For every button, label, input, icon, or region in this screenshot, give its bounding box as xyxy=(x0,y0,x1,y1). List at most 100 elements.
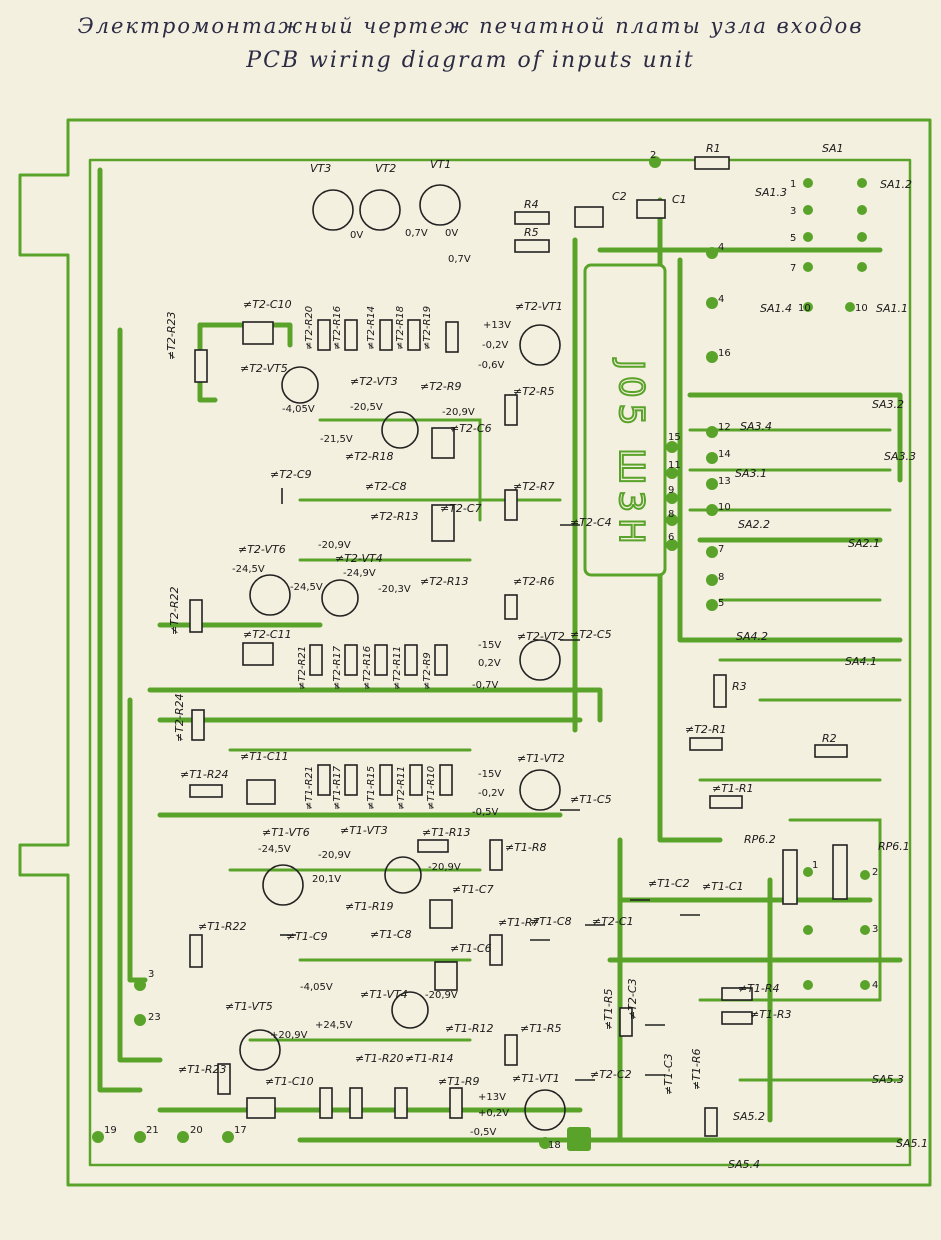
bus-left-1 xyxy=(97,167,143,1093)
voltage-label: -24,9V xyxy=(343,568,376,579)
voltage-label: +0,2V xyxy=(478,1108,509,1119)
label-t2-r17: ≠T2-R17 xyxy=(332,645,343,690)
transistor-t1-vt3 xyxy=(384,856,422,894)
resistor-t2-r14 xyxy=(379,319,393,351)
voltage-label: -15V xyxy=(478,640,501,651)
label-t1-c1: ≠T1-C1 xyxy=(702,880,744,893)
terminal-number: 6 xyxy=(668,532,674,543)
label-r5: R5 xyxy=(524,226,539,239)
resistor-t1-r3 xyxy=(721,1011,753,1025)
label-t1-r20: ≠T1-R20 xyxy=(355,1052,404,1065)
transistor-t1-vt6 xyxy=(262,864,304,906)
resistor-t1-r19 xyxy=(349,1087,363,1119)
label-t1-r14: ≠T1-R14 xyxy=(405,1052,454,1065)
terminal-number: 1 xyxy=(812,860,818,871)
bus-thin-1 xyxy=(318,418,482,522)
copper-pad-small xyxy=(567,1127,591,1151)
voltage-label: +13V xyxy=(483,320,511,331)
label-t1-c5: ≠T1-C5 xyxy=(570,793,612,806)
label-t1-r23: ≠T1-R23 xyxy=(178,1063,227,1076)
label-t2-vt5: ≠T2-VT5 xyxy=(240,362,288,375)
label-t2-r3: ≠T1-R5 xyxy=(602,988,615,1030)
label-t1-c11: ≠T1-C11 xyxy=(240,750,289,763)
label-t2-r14: ≠T2-R14 xyxy=(366,306,377,350)
label-t2-r19: ≠T2-R19 xyxy=(422,306,433,350)
voltage-label: +13V xyxy=(478,1092,506,1103)
label-t1-vt2: ≠T1-VT2 xyxy=(517,752,565,765)
resistor-t1-r24 xyxy=(189,784,223,798)
label-sa3-4: SA3.4 xyxy=(740,420,772,433)
capacitor-t1-c7 xyxy=(429,899,453,929)
terminal-number: 1 xyxy=(790,179,796,190)
label-t1-c9: ≠T1-C9 xyxy=(286,930,328,943)
label-rp6-2: RP6.2 xyxy=(744,833,776,846)
terminal-number: 23 xyxy=(148,1012,161,1023)
label-t1-c10: ≠T1-C10 xyxy=(265,1075,314,1088)
terminal-number: 15 xyxy=(668,432,681,443)
board-marking: J05 Ш3Н xyxy=(611,358,651,550)
bus-left-2 xyxy=(117,327,163,1063)
label-t1-r1: ≠T1-R1 xyxy=(712,782,754,795)
capacitor-t2-c7 xyxy=(431,504,455,542)
resistor-t1-r11 xyxy=(409,764,423,796)
resistor-t2-r24 xyxy=(191,709,205,741)
label-t2-r5: ≠T2-R5 xyxy=(513,385,555,398)
label-sa5-4: SA5.4 xyxy=(728,1158,760,1171)
label-t2-vt1: ≠T2-VT1 xyxy=(515,300,563,313)
label-sa1-2: SA1.2 xyxy=(880,178,912,191)
label-r3: R3 xyxy=(732,680,747,693)
label-t1-vt3: ≠T1-VT3 xyxy=(340,824,388,837)
label-t2-vt3: ≠T2-VT3 xyxy=(350,375,398,388)
label-t2-r24: ≠T2-R24 xyxy=(173,693,186,742)
capacitor-t1-c10 xyxy=(246,1097,276,1119)
label-sa2-2: SA2.2 xyxy=(738,518,770,531)
transistor-vt1 xyxy=(419,184,461,226)
terminal-number: 4 xyxy=(718,242,724,253)
voltage-label: -20,5V xyxy=(350,402,383,413)
resistor-t2-r5 xyxy=(504,394,518,426)
label-t2-r18: ≠T2-R18 xyxy=(395,306,406,350)
terminal-number: 11 xyxy=(668,460,681,471)
voltage-label: -24,5V xyxy=(232,564,265,575)
label-t1-r17: ≠T1-R17 xyxy=(332,765,343,810)
terminal-number: 2 xyxy=(872,867,878,878)
label-t2-r21: ≠T2-R21 xyxy=(297,646,308,690)
board-outline xyxy=(18,118,932,1187)
label-t2-r22: ≠T2-R22 xyxy=(168,586,181,635)
label-t1-c2: ≠T1-C2 xyxy=(648,877,690,890)
resistor-t1-r23 xyxy=(217,1063,231,1095)
resistor-t1-r10 xyxy=(439,764,453,796)
capacitor-t2-c6 xyxy=(431,427,455,459)
label-t1-r8: ≠T1-R8 xyxy=(505,841,547,854)
resistor-r2 xyxy=(814,744,848,758)
diagram-title-russian: Электромонтажный чертеж печатной платы у… xyxy=(77,14,864,38)
voltage-label: -24,5V xyxy=(290,582,323,593)
terminal-number: 5 xyxy=(718,598,724,609)
label-t2-r16: ≠T2-R16 xyxy=(332,306,343,350)
label-t2-c9: ≠T2-C9 xyxy=(270,468,312,481)
resistor-t1-r9 xyxy=(449,1087,463,1119)
voltage-label: +24,5V xyxy=(315,1020,353,1031)
label-t1-r22: ≠T1-R22 xyxy=(198,920,247,933)
label-t1-r11: ≠T2-R11 xyxy=(396,766,407,810)
resistor-t2-r22 xyxy=(189,599,203,633)
terminal-number: 8 xyxy=(668,509,674,520)
label-t1-r5: ≠T1-R5 xyxy=(520,1022,562,1035)
terminal-number: 4 xyxy=(872,980,878,991)
terminal-number: 16 xyxy=(718,348,731,359)
label-t2-vt2: ≠T2-VT2 xyxy=(517,630,565,643)
resistor-t1-r5 xyxy=(504,1034,518,1066)
label-sa1-3: SA1.3 xyxy=(755,186,787,199)
label-vt2: VT2 xyxy=(375,162,396,175)
label-t2-r13: ≠T2-R13 xyxy=(370,510,419,523)
label-t1-vt4: ≠T1-VT4 xyxy=(360,988,408,1001)
resistor-t2-r18 xyxy=(407,319,421,351)
resistor-t2-r9 xyxy=(445,321,459,353)
label-r2: R2 xyxy=(822,732,837,745)
label-vt1: VT1 xyxy=(430,158,451,171)
voltage-label: -4,05V xyxy=(300,982,333,993)
voltage-label: +20,9V xyxy=(270,1030,308,1041)
label-t2-r20: ≠T2-R20 xyxy=(304,306,315,350)
terminal-number: 10 xyxy=(798,303,811,314)
